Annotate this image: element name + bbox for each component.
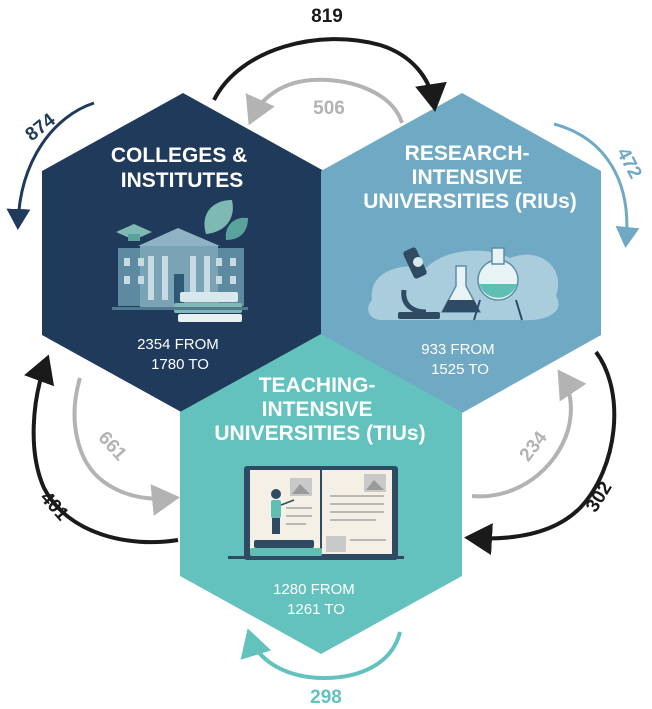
tiu-title-line-3: UNIVERSITIES (TIUs): [214, 422, 425, 445]
riu-stat-to: 1525 TO: [431, 361, 489, 378]
flow-within-tiu-value: 298: [310, 687, 342, 708]
arrow-tiu-to-riu: [471, 369, 587, 499]
riu-stat-from: 933 FROM: [421, 341, 494, 358]
tiu-stat-from: 1280 FROM: [273, 581, 355, 598]
arrow-colleges-to-tiu: [72, 377, 180, 516]
colleges-stat-from: 2354 FROM: [137, 336, 219, 353]
arrow-within-colleges: [6, 101, 95, 230]
flow-riu-to-colleges-value: 506: [313, 98, 345, 119]
flow-colleges-to-tiu-value: 661: [94, 428, 131, 466]
arrow-colleges-to-riu: [212, 37, 447, 112]
colleges-stat: 2354 FROM 1780 TO: [137, 336, 223, 373]
tiu-stat: 1280 FROM 1261 TO: [273, 581, 359, 618]
open-book-teacher-icon: [228, 466, 404, 560]
tiu-stat-to: 1261 TO: [287, 601, 345, 618]
flow-within-colleges-value: 874: [22, 109, 60, 145]
arrow-riu-to-tiu: [464, 350, 617, 556]
arrow-riu-to-colleges: [245, 77, 404, 126]
riu-title-line-2: INTENSIVE: [412, 166, 523, 189]
colleges-title-line-2: INSTITUTES: [121, 169, 244, 192]
arrow-within-tiu: [240, 628, 402, 681]
riu-title-line-1: RESEARCH-: [405, 142, 530, 165]
laboratory-microscope-icon: [368, 247, 559, 321]
colleges-stat-to: 1780 TO: [151, 356, 209, 373]
college-building-icon: [112, 200, 248, 322]
riu-title-line-3: UNIVERSITIES (RIUs): [363, 190, 577, 213]
colleges-title-line-1: COLLEGES &: [111, 144, 248, 167]
riu-title: RESEARCH- INTENSIVE UNIVERSITIES (RIUs): [363, 142, 577, 213]
tiu-title-line-1: TEACHING-: [259, 374, 376, 397]
tiu-title-line-2: INTENSIVE: [262, 398, 373, 421]
flow-colleges-to-riu-value: 819: [311, 6, 343, 27]
riu-stat: 933 FROM 1525 TO: [421, 341, 499, 378]
arrow-tiu-to-colleges: [24, 354, 179, 545]
flow-tiu-to-colleges-value: 401: [36, 488, 73, 526]
flow-riu-to-tiu-value: 302: [582, 478, 617, 516]
flow-tiu-to-riu-value: 234: [516, 427, 552, 465]
arrow-within-riu: [553, 122, 640, 248]
colleges-title: COLLEGES & INSTITUTES: [111, 144, 253, 192]
tiu-title: TEACHING- INTENSIVE UNIVERSITIES (TIUs): [214, 374, 425, 445]
